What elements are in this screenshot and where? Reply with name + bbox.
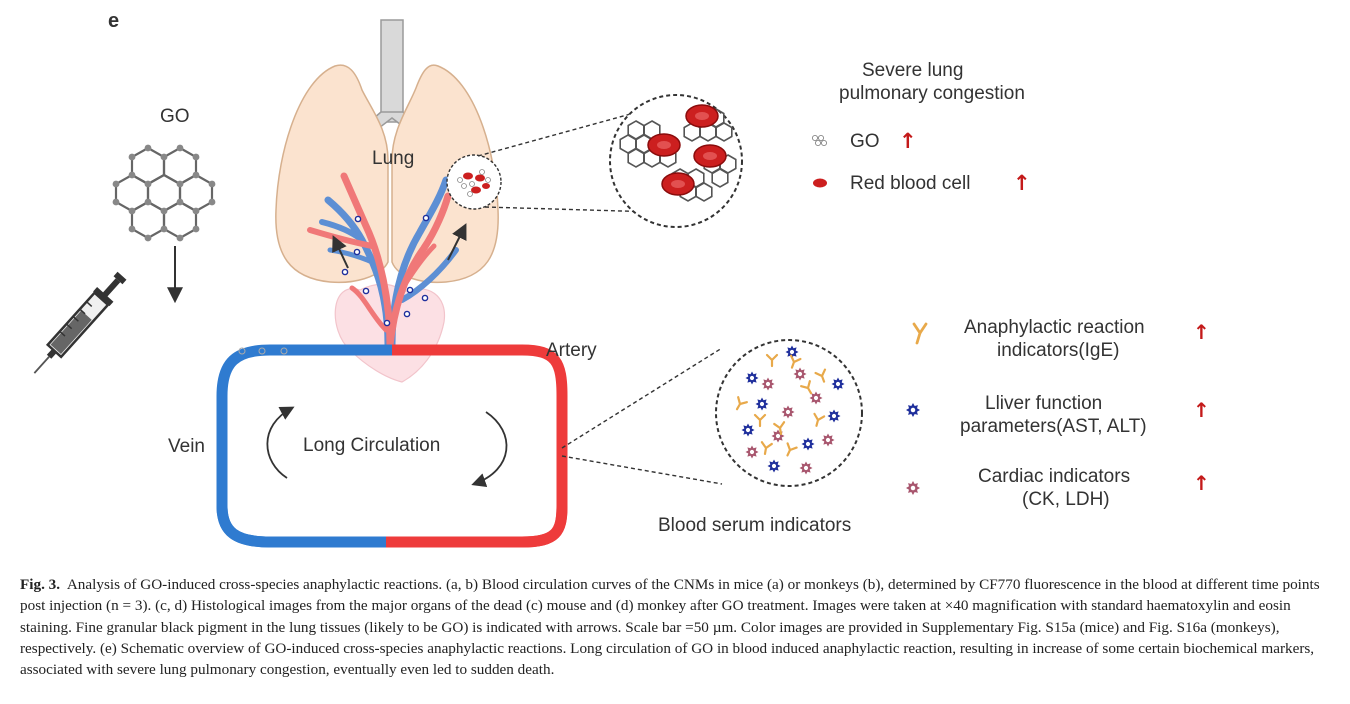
y-antibody-icon	[912, 322, 928, 345]
lung-label: Lung	[372, 148, 414, 169]
go-particles-in-vessels	[341, 214, 430, 327]
serum-legend-liver-line1: Lliver function	[985, 393, 1102, 414]
caption-label: Fig. 3.	[20, 576, 61, 593]
serum-legend-ige-line2: indicators(IgE)	[997, 340, 1120, 361]
blue-star-icon	[906, 403, 920, 417]
serum-legend-liver-line2: parameters(AST, ALT)	[960, 416, 1147, 437]
graphene-oxide-molecule-icon	[112, 144, 216, 242]
lung-legend-title-line1: Severe lung	[862, 60, 963, 81]
vessel-tree	[307, 172, 459, 349]
lung-legend-rbc-trend: ↑	[1013, 171, 1031, 195]
lung-legend-go-trend: ↑	[899, 129, 917, 153]
go-particles-in-vein	[238, 347, 288, 355]
serum-legend-cardiac-trend: ↑	[1193, 471, 1210, 495]
lung-legend-go-label: GO	[850, 131, 880, 152]
lung-zoom-source-contents	[457, 169, 491, 197]
circulation-arrow-right-icon	[471, 411, 508, 487]
lung-legend-rbc-label: Red blood cell	[850, 173, 970, 194]
schematic-diagram: e GO	[33, 10, 1210, 548]
vein-label: Vein	[168, 436, 205, 457]
serum-legend-ige-trend: ↑	[1193, 320, 1210, 344]
flow-arrow-left	[332, 235, 349, 269]
serum-legend-liver-trend: ↑	[1193, 398, 1210, 422]
go-label: GO	[160, 106, 190, 127]
serum-legend-cardiac-line1: Cardiac indicators	[978, 466, 1130, 487]
lung-legend-title-line2: pulmonary congestion	[839, 83, 1025, 104]
circulation-loop-top	[216, 344, 568, 397]
blood-serum-indicators-label: Blood serum indicators	[658, 515, 851, 536]
figure-caption: Fig. 3. Analysis of GO-induced cross-spe…	[20, 574, 1332, 680]
go-legend-icon	[811, 134, 828, 147]
red-blood-cell-legend-icon	[813, 178, 827, 188]
artery-label: Artery	[546, 340, 597, 361]
pink-star-icon	[906, 481, 920, 495]
syringe-icon	[33, 271, 127, 374]
panel-label: e	[108, 10, 119, 32]
serum-legend-cardiac-line2: (CK, LDH)	[1022, 489, 1110, 510]
circulation-arrow-left-icon	[266, 406, 295, 479]
flow-arrow-right	[447, 223, 467, 261]
serum-zoom-markers	[735, 345, 845, 475]
long-circulation-label: Long Circulation	[303, 435, 440, 456]
serum-legend-ige-line1: Anaphylactic reaction	[964, 317, 1145, 338]
caption-text: Analysis of GO-induced cross-species ana…	[20, 576, 1320, 679]
left-lung	[275, 64, 389, 284]
circulation-loop-bottom	[216, 396, 568, 548]
lung-zoom-red-blood-cells	[647, 104, 727, 196]
